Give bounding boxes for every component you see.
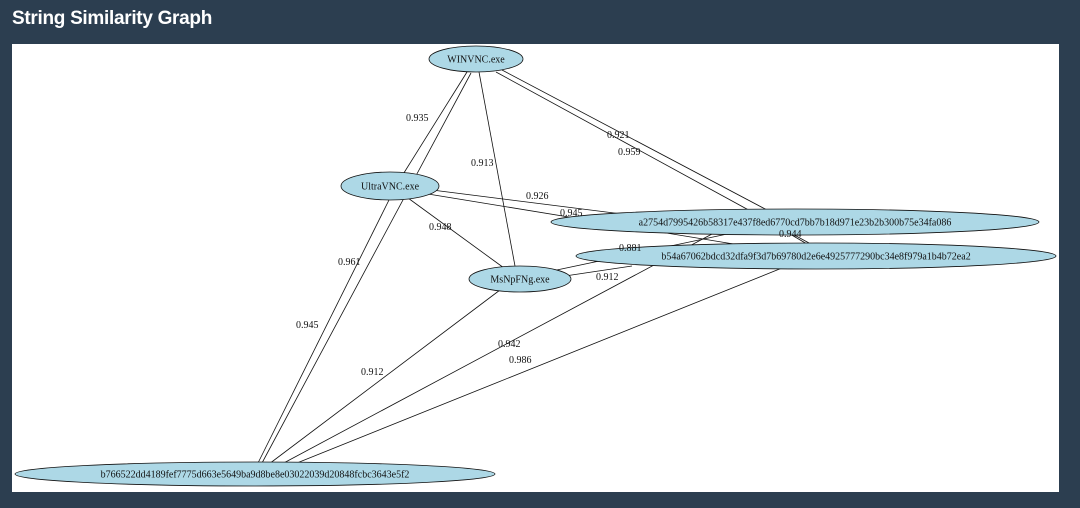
node-hash-b-label: b54a67062bdcd32dfa9f3d7b69780d2e6e492577… bbox=[661, 252, 970, 263]
edge-ultravnc-hash-c bbox=[257, 199, 390, 464]
node-winvnc[interactable]: WINVNC.exe bbox=[428, 45, 524, 73]
edge-label-ultravnc-hash-b: 0.945 bbox=[560, 208, 583, 219]
graph-canvas: WINVNC.exe UltraVNC.exe a2754d7995426b58… bbox=[12, 44, 1059, 492]
edge-hash-a-hash-c bbox=[279, 233, 713, 466]
edge-label-msnpfng-hash-b: 0.912 bbox=[596, 272, 619, 283]
node-hash-a-label: a2754d7995426b58317e437f8ed6770cd7bb7b18… bbox=[639, 218, 952, 229]
edge-label-ultravnc-msnpfng: 0.948 bbox=[429, 222, 452, 233]
edge-label-winvnc-hash-a: 0.921 bbox=[607, 130, 630, 141]
node-winvnc-shape bbox=[428, 45, 524, 73]
node-ultravnc[interactable]: UltraVNC.exe bbox=[340, 171, 440, 201]
edge-msnpfng-hash-b bbox=[564, 265, 633, 277]
node-ultravnc-shape bbox=[340, 171, 440, 201]
panel-title: String Similarity Graph bbox=[12, 8, 213, 29]
node-hash-a-shape bbox=[550, 208, 1040, 236]
edge-label-hash-a-hash-b: 0.944 bbox=[779, 229, 802, 240]
edge-winvnc-hash-a bbox=[501, 69, 768, 211]
edge-label-hash-a-hash-c: 0.942 bbox=[498, 339, 521, 350]
edge-label-winvnc-hash-c: 0.961 bbox=[338, 257, 361, 268]
edge-hash-b-hash-c bbox=[286, 267, 783, 468]
edge-label-winvnc-msnpfng: 0.913 bbox=[471, 158, 494, 169]
edge-label-ultravnc-hash-a: 0.926 bbox=[526, 191, 549, 202]
edge-winvnc-msnpfng bbox=[478, 71, 516, 267]
node-msnpfng[interactable]: MsNpFNg.exe bbox=[468, 265, 572, 293]
edge-msnpfng-hash-c bbox=[268, 289, 501, 465]
edge-label-winvnc-ultravnc: 0.935 bbox=[406, 113, 429, 124]
edge-label-winvnc-hash-b: 0.959 bbox=[618, 147, 641, 158]
edge-label-ultravnc-hash-c: 0.945 bbox=[296, 320, 319, 331]
node-hash-b[interactable]: b54a67062bdcd32dfa9f3d7b69780d2e6e492577… bbox=[575, 242, 1057, 270]
node-hash-c[interactable]: b766522dd4189fef7775d663e5649ba9d8be8e03… bbox=[14, 461, 496, 487]
node-msnpfng-shape bbox=[468, 265, 572, 293]
node-msnpfng-label: MsNpFNg.exe bbox=[490, 275, 550, 286]
edge-ultravnc-msnpfng bbox=[407, 197, 505, 269]
edge-ultravnc-hash-a bbox=[431, 189, 623, 215]
edge-winvnc-hash-c bbox=[261, 72, 472, 464]
node-hash-c-shape bbox=[14, 461, 496, 487]
node-hash-c-label: b766522dd4189fef7775d663e5649ba9d8be8e03… bbox=[101, 470, 410, 481]
edge-hash-a-hash-b bbox=[789, 233, 808, 245]
node-winvnc-label: WINVNC.exe bbox=[447, 55, 505, 66]
edges bbox=[257, 69, 810, 468]
edge-label-msnpfng-hash-c: 0.912 bbox=[361, 367, 384, 378]
edge-label-msnpfng-hash-a: 0.881 bbox=[619, 243, 642, 254]
node-ultravnc-label: UltraVNC.exe bbox=[361, 182, 420, 193]
node-hash-b-shape bbox=[575, 242, 1057, 270]
edge-label-hash-b-hash-c: 0.986 bbox=[509, 355, 532, 366]
graph-svg: WINVNC.exe UltraVNC.exe a2754d7995426b58… bbox=[14, 45, 1057, 487]
edge-labels: 0.935 0.913 0.921 0.959 0.961 0.926 0.94… bbox=[296, 113, 802, 378]
node-hash-a[interactable]: a2754d7995426b58317e437f8ed6770cd7bb7b18… bbox=[550, 208, 1040, 236]
